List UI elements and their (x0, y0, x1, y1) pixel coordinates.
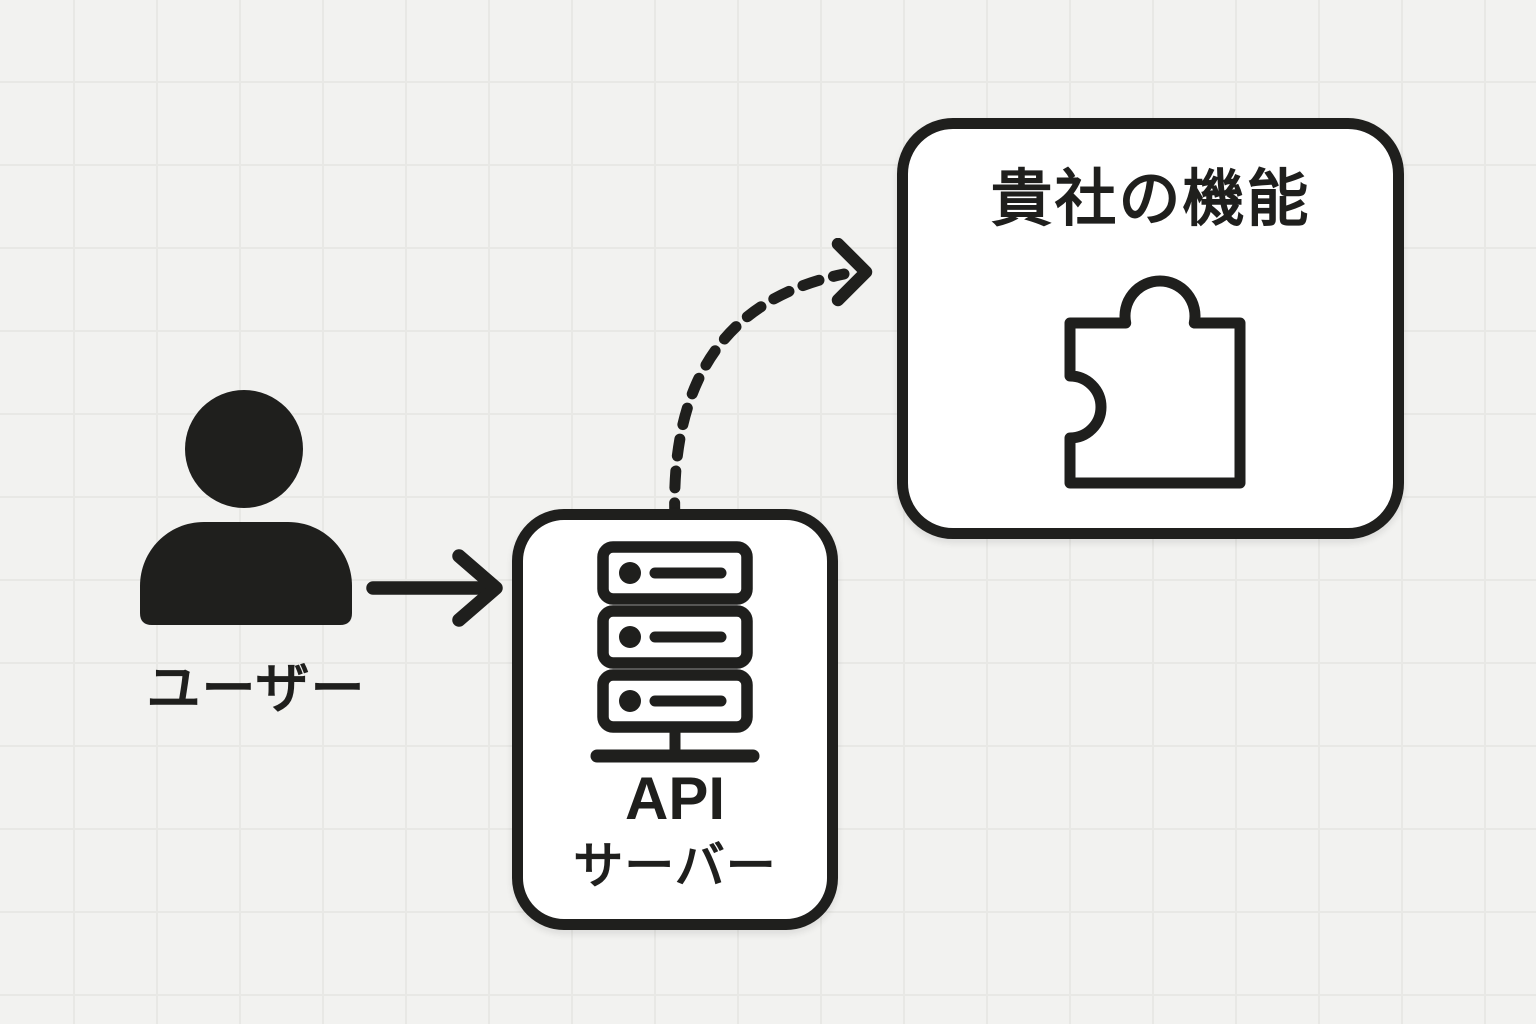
company-feature-title: 貴社の機能 (990, 165, 1311, 234)
user-to-api-arrow (366, 549, 503, 627)
company-feature-node: 貴社の機能 (897, 118, 1404, 539)
api-server-node: API サーバー (512, 509, 838, 930)
api-server-label-line2: サーバー (573, 838, 777, 894)
user-label: ユーザー (146, 659, 366, 719)
server-icon (590, 541, 760, 763)
api-server-label-line1: API (624, 765, 726, 832)
person-icon (140, 390, 352, 625)
api-to-feature-dashed-arrow (669, 238, 873, 524)
puzzle-icon (1064, 275, 1246, 489)
